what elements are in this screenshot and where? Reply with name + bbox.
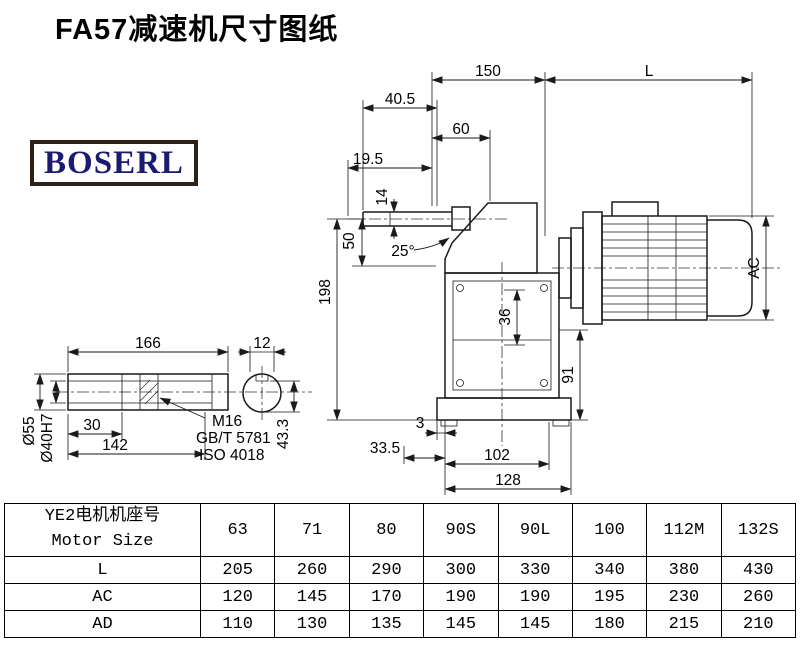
dim-l-label: L — [645, 63, 654, 80]
dim-33-5-label: 33.5 — [370, 440, 400, 457]
dim-3-label: 3 — [416, 415, 425, 432]
dim-14-label: 14 — [374, 188, 391, 206]
dimension-lines — [333, 76, 770, 493]
row-label-l: L — [4, 556, 201, 584]
size-col-100: 100 — [571, 503, 648, 557]
cell-l-90l: 330 — [497, 556, 573, 584]
dim-102-label: 102 — [484, 447, 510, 464]
dim-30-label: 30 — [83, 417, 101, 434]
motor — [558, 201, 753, 325]
dim-60-label: 60 — [452, 121, 470, 138]
thread-spec-gbt: GB/T 5781 — [196, 430, 271, 447]
thread-spec-m16: M16 — [212, 413, 242, 430]
dim-19-5-label: 19.5 — [353, 151, 383, 168]
cell-ad-80: 135 — [348, 610, 425, 638]
centerlines — [348, 218, 780, 446]
cell-ad-63: 110 — [199, 610, 276, 638]
cell-l-132s: 430 — [720, 556, 797, 584]
size-col-132s: 132S — [720, 503, 797, 557]
cell-ac-90s: 190 — [423, 583, 499, 611]
size-col-90s: 90S — [423, 503, 499, 557]
thread-spec-iso: ISO 4018 — [199, 447, 265, 464]
row-label-ad: AD — [4, 610, 201, 638]
size-col-80: 80 — [348, 503, 425, 557]
dim-128-label: 128 — [495, 472, 521, 489]
cell-l-90s: 300 — [423, 556, 499, 584]
dim-198-label: 198 — [317, 279, 334, 305]
shaft-detail-view: 166 12 30 142 Ø55 Ø40H7 43.3 M16 GB/T 57… — [21, 335, 312, 464]
cell-l-80: 290 — [348, 556, 425, 584]
cell-ac-100: 195 — [571, 583, 648, 611]
motor-size-header: YE2电机机座号 Motor Size — [4, 503, 201, 557]
cell-ac-80: 170 — [348, 583, 425, 611]
main-view: 150 L 40.5 60 19.5 14 50 25° 198 AC 36 9… — [317, 63, 780, 495]
table-header-row: YE2电机机座号 Motor Size 63 71 80 90S 90L 100… — [4, 503, 797, 557]
cell-ad-90l: 145 — [497, 610, 573, 638]
dim-12-label: 12 — [253, 335, 270, 352]
dim-50-label: 50 — [341, 232, 358, 250]
cell-ac-90l: 190 — [497, 583, 573, 611]
cell-ad-112m: 215 — [646, 610, 722, 638]
cell-l-71: 260 — [274, 556, 350, 584]
cell-ac-71: 145 — [274, 583, 350, 611]
dim-36-label: 36 — [497, 308, 514, 325]
table-row-l: L 205 260 290 300 330 340 380 430 — [4, 556, 797, 584]
motor-size-header-cn: YE2电机机座号 — [44, 507, 161, 527]
fan-cowl — [707, 219, 753, 317]
motor-size-table: YE2电机机座号 Motor Size 63 71 80 90S 90L 100… — [4, 503, 797, 638]
cell-ad-71: 130 — [274, 610, 350, 638]
shaft-cross-section — [242, 366, 282, 420]
brand-logo-text: BOSERL — [44, 144, 184, 181]
brand-logo: BOSERL — [30, 140, 198, 186]
terminal-box — [611, 201, 659, 216]
cell-ac-63: 120 — [199, 583, 276, 611]
dim-150-label: 150 — [475, 63, 501, 80]
row-label-ac: AC — [4, 583, 201, 611]
dim-142-label: 142 — [102, 437, 128, 454]
cell-ad-100: 180 — [571, 610, 648, 638]
size-col-71: 71 — [274, 503, 350, 557]
size-col-112m: 112M — [646, 503, 722, 557]
dim-40-5-label: 40.5 — [385, 91, 415, 108]
motor-size-header-en: Motor Size — [51, 532, 154, 551]
cell-l-63: 205 — [199, 556, 276, 584]
dim-ac-label: AC — [746, 257, 763, 279]
cell-l-100: 340 — [571, 556, 648, 584]
dim-166-label: 166 — [135, 335, 161, 352]
dim-91-label: 91 — [560, 366, 577, 383]
dim-43-3-label: 43.3 — [275, 419, 292, 449]
cell-ac-132s: 260 — [720, 583, 797, 611]
output-shaft-detail — [67, 373, 229, 411]
detail-dimension-lines — [36, 348, 298, 458]
dim-dia55-label: Ø55 — [21, 416, 38, 445]
cell-ad-90s: 145 — [423, 610, 499, 638]
table-row-ac: AC 120 145 170 190 190 195 230 260 — [4, 583, 797, 611]
cell-l-112m: 380 — [646, 556, 722, 584]
input-shaft — [362, 206, 471, 231]
dim-angle-25-label: 25° — [391, 243, 414, 260]
dim-dia40h7-label: Ø40H7 — [39, 413, 56, 462]
table-row-ad: AD 110 130 135 145 145 180 215 210 — [4, 610, 797, 638]
cell-ac-112m: 230 — [646, 583, 722, 611]
size-col-63: 63 — [199, 503, 276, 557]
page-title: FA57减速机尺寸图纸 — [55, 14, 339, 46]
size-col-90l: 90L — [497, 503, 573, 557]
cell-ad-132s: 210 — [720, 610, 797, 638]
